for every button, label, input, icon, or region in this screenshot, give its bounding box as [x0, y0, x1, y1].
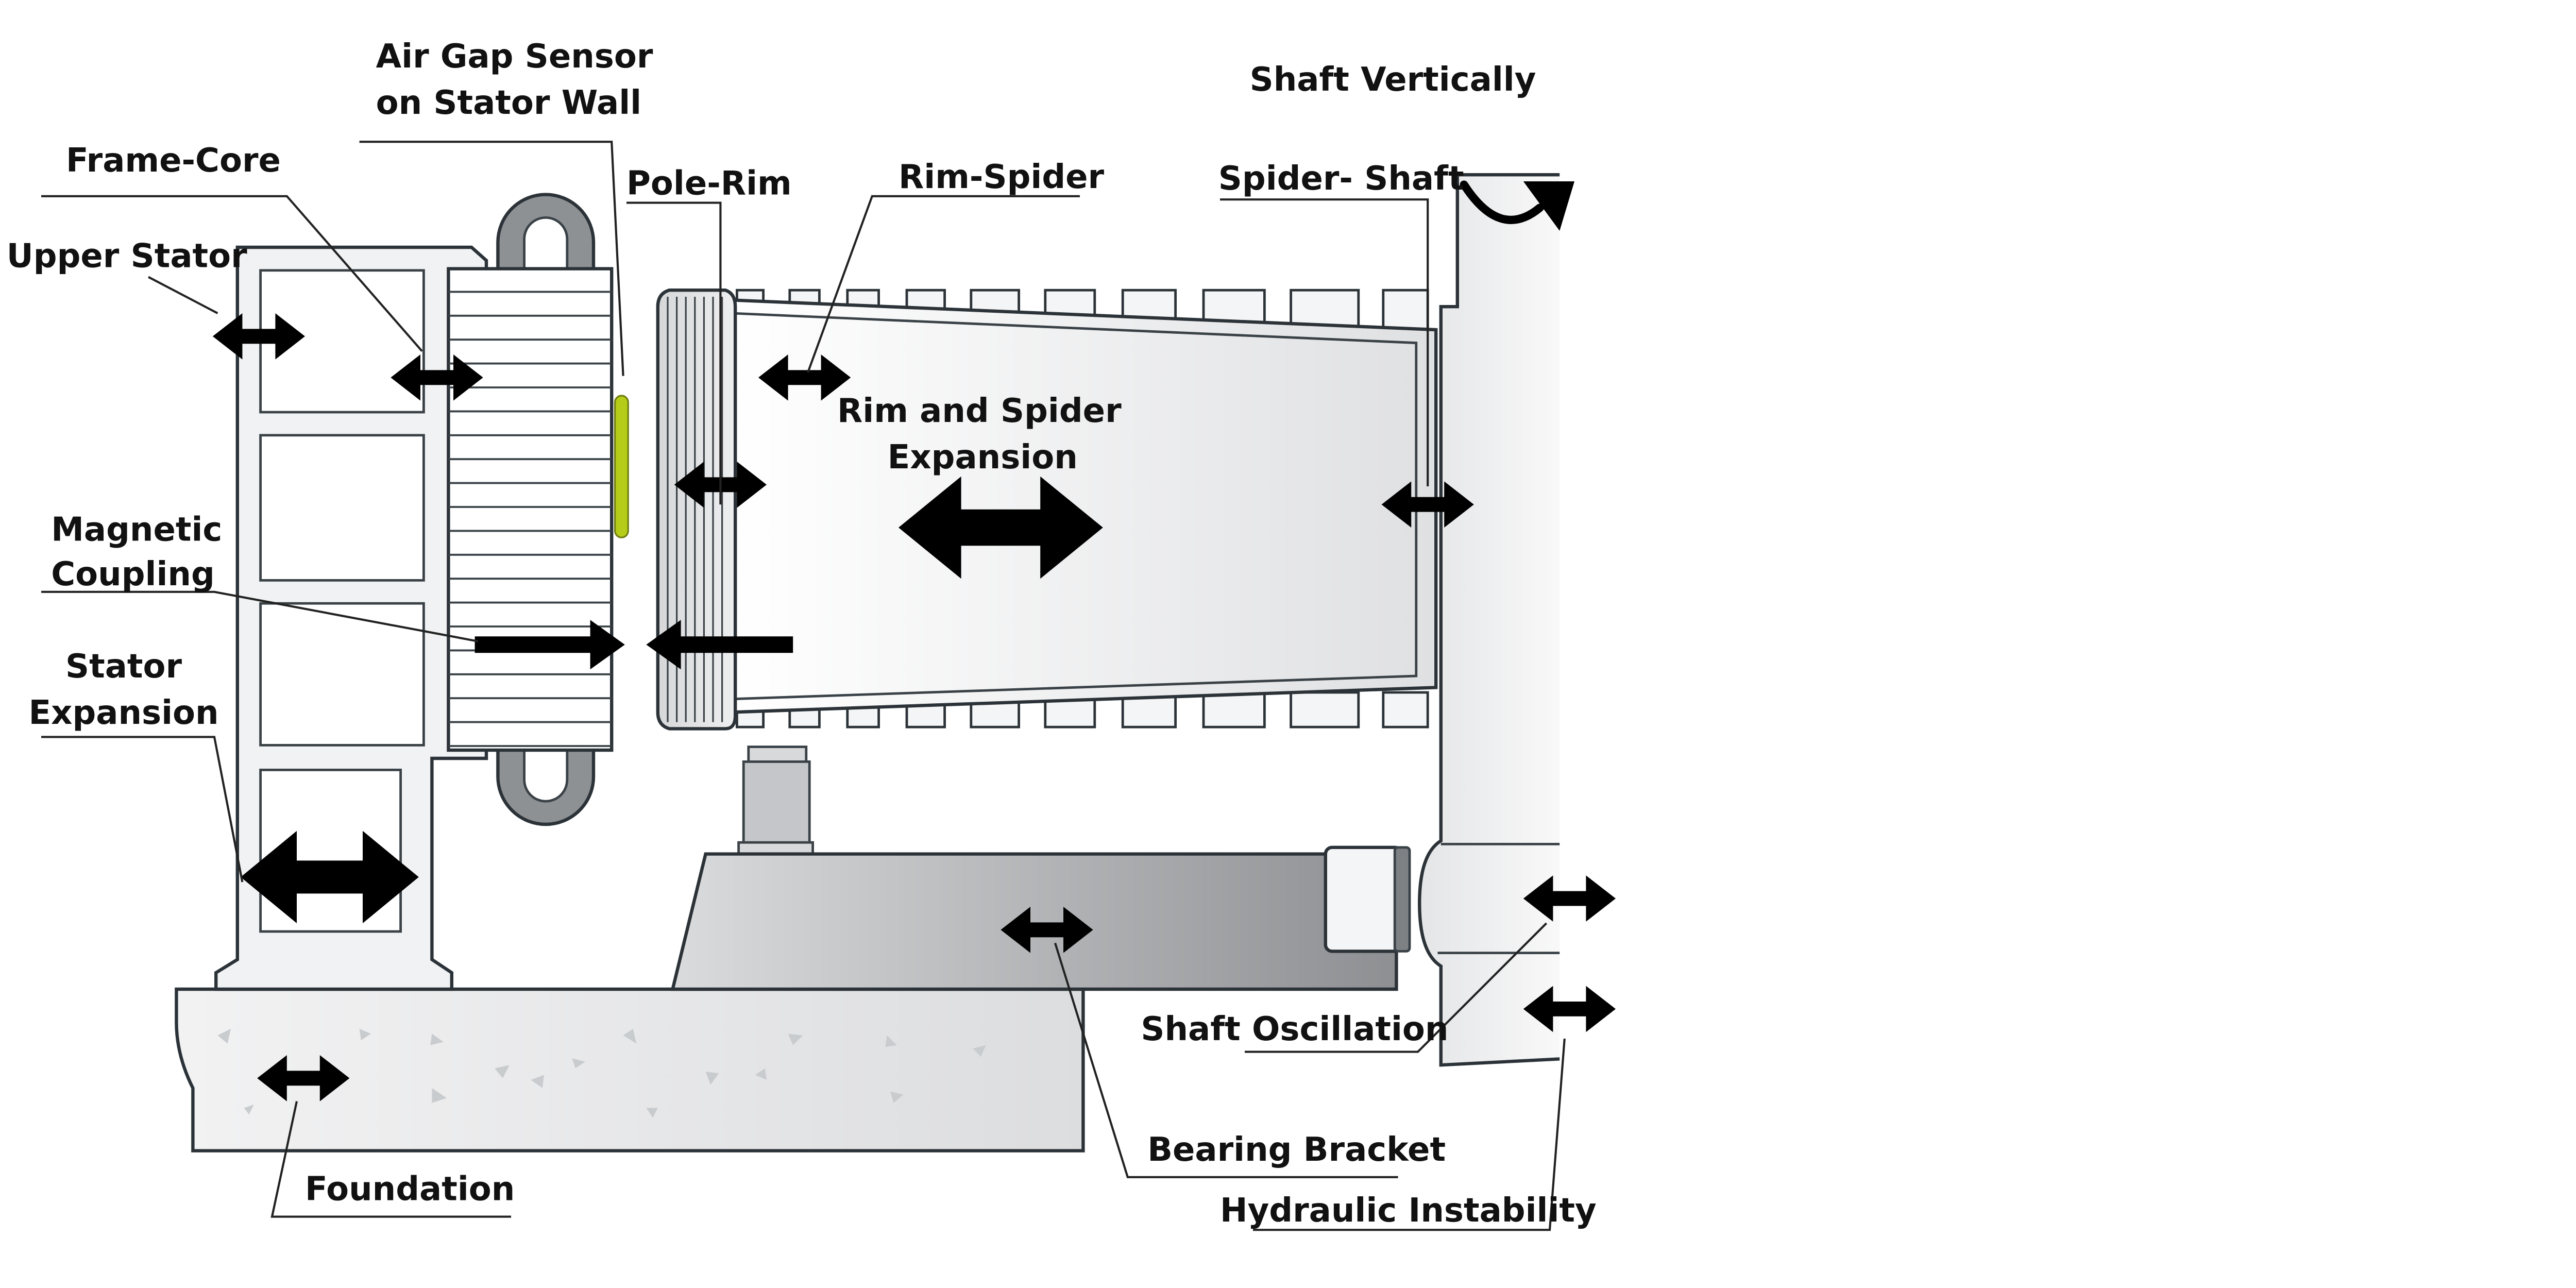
- label-rim-and-spider-expansion-line2: Expansion: [888, 438, 1078, 477]
- guide-bearing-block: [1324, 845, 1411, 953]
- hydraulic-instability-arrow-icon: [1523, 986, 1616, 1032]
- label-shaft-vertically: Shaft Vertically: [1250, 61, 1536, 99]
- rotor-pole-stack: [656, 289, 737, 731]
- shaft-oscillation-arrow-icon: [1523, 875, 1616, 922]
- stator-expansion-arrow-icon: [241, 831, 419, 923]
- label-air-gap-sensor-line1: Air Gap Sensor: [376, 38, 653, 76]
- label-upper-stator: Upper Stator: [7, 237, 247, 275]
- air-gap-sensor: [614, 395, 629, 538]
- label-magnetic-coupling-line1: Magnetic: [51, 511, 222, 549]
- label-shaft-oscillation: Shaft Oscillation: [1141, 1010, 1448, 1048]
- label-stator-expansion-line1: Stator: [65, 648, 182, 686]
- rim-tooth-bottom: [1202, 691, 1266, 728]
- rim-tooth-bottom: [1290, 691, 1360, 728]
- foundation-specks: [217, 1028, 986, 1118]
- magnetic-coupling-arrows: [474, 620, 793, 670]
- leader-lines: [41, 141, 1566, 1231]
- label-frame-core: Frame-Core: [66, 142, 281, 180]
- label-stator-expansion-line2: Expansion: [28, 694, 218, 732]
- bearing-bracket: [670, 852, 1398, 991]
- foundation-block: [175, 987, 1085, 1153]
- bearing-bracket-arrow-icon: [1001, 907, 1093, 953]
- label-hydraulic-instability: Hydraulic Instability: [1220, 1192, 1597, 1230]
- foundation-arrow-icon: [257, 1055, 350, 1101]
- bearing-support-pedestal: [737, 745, 815, 857]
- spider-shaft-arrow-icon: [1381, 481, 1474, 528]
- magnetic-pull-arrow-left-icon: [646, 620, 793, 670]
- rim-spider-arrow-icon: [758, 354, 851, 401]
- frame-core-arrow-icon: [391, 354, 483, 401]
- label-air-gap-sensor-line2: on Stator Wall: [376, 84, 641, 122]
- label-foundation: Foundation: [305, 1171, 515, 1209]
- upper-stator-arrow-icon: [212, 313, 305, 360]
- label-pole-rim: Pole-Rim: [626, 165, 792, 203]
- rim-and-spider-body: [730, 298, 1438, 714]
- rim-tooth-top: [1382, 289, 1429, 331]
- rim-tooth-bottom: [1382, 691, 1429, 728]
- label-spider-shaft: Spider- Shaft: [1218, 160, 1464, 198]
- label-bearing-bracket: Bearing Bracket: [1147, 1131, 1446, 1169]
- magnetic-pull-arrow-right-icon: [474, 620, 625, 670]
- rotation-arrowhead-icon: [1523, 181, 1574, 231]
- label-rim-and-spider-expansion-line1: Rim and Spider: [837, 392, 1122, 430]
- rim-spider-expansion-arrow-icon: [899, 476, 1103, 579]
- rotation-arrow-icon: [1460, 180, 1544, 224]
- stator-core: [447, 267, 614, 752]
- label-rim-spider: Rim-Spider: [899, 158, 1105, 196]
- label-magnetic-coupling-line2: Coupling: [51, 555, 215, 594]
- shaft: [1417, 165, 1586, 1088]
